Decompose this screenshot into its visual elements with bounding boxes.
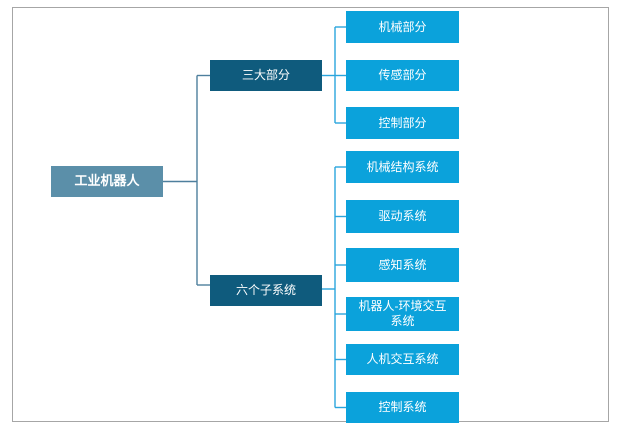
tree-node-child-label: 感知系统 (378, 257, 427, 272)
tree-node-child-label: 驱动系统 (378, 209, 427, 223)
tree-node-branch-six-subsystems: 六个子系统 (210, 275, 322, 306)
diagram-frame (12, 7, 609, 422)
tree-node-child-label: 机械结构系统 (366, 159, 439, 174)
tree-node-child-label: 控制系统 (378, 400, 427, 414)
tree-node-root-label: 工业机器人 (74, 173, 140, 189)
tree-node-child: 机器人-环境交互系统 (346, 297, 459, 331)
tree-node-child: 人机交互系统 (346, 344, 459, 375)
tree-node-child: 控制部分 (346, 107, 459, 139)
tree-node-branch-three-parts: 三大部分 (210, 60, 322, 91)
tree-node-branch-label: 三大部分 (241, 68, 290, 82)
tree-node-child-label: 人机交互系统 (366, 352, 439, 366)
tree-node-child-label: 机器人-环境交互系统 (358, 299, 447, 328)
tree-node-branch-label: 六个子系统 (235, 283, 296, 297)
tree-node-child: 机械部分 (346, 11, 459, 43)
tree-node-child: 感知系统 (346, 248, 459, 282)
tree-node-child-label: 传感部分 (378, 68, 427, 82)
tree-node-child: 传感部分 (346, 60, 459, 91)
tree-node-root: 工业机器人 (51, 166, 163, 197)
tree-node-child-label: 机械部分 (378, 19, 427, 34)
tree-node-child: 驱动系统 (346, 200, 459, 233)
tree-node-child: 控制系统 (346, 392, 459, 423)
tree-node-child-label: 控制部分 (378, 115, 427, 130)
tree-node-child: 机械结构系统 (346, 151, 459, 183)
